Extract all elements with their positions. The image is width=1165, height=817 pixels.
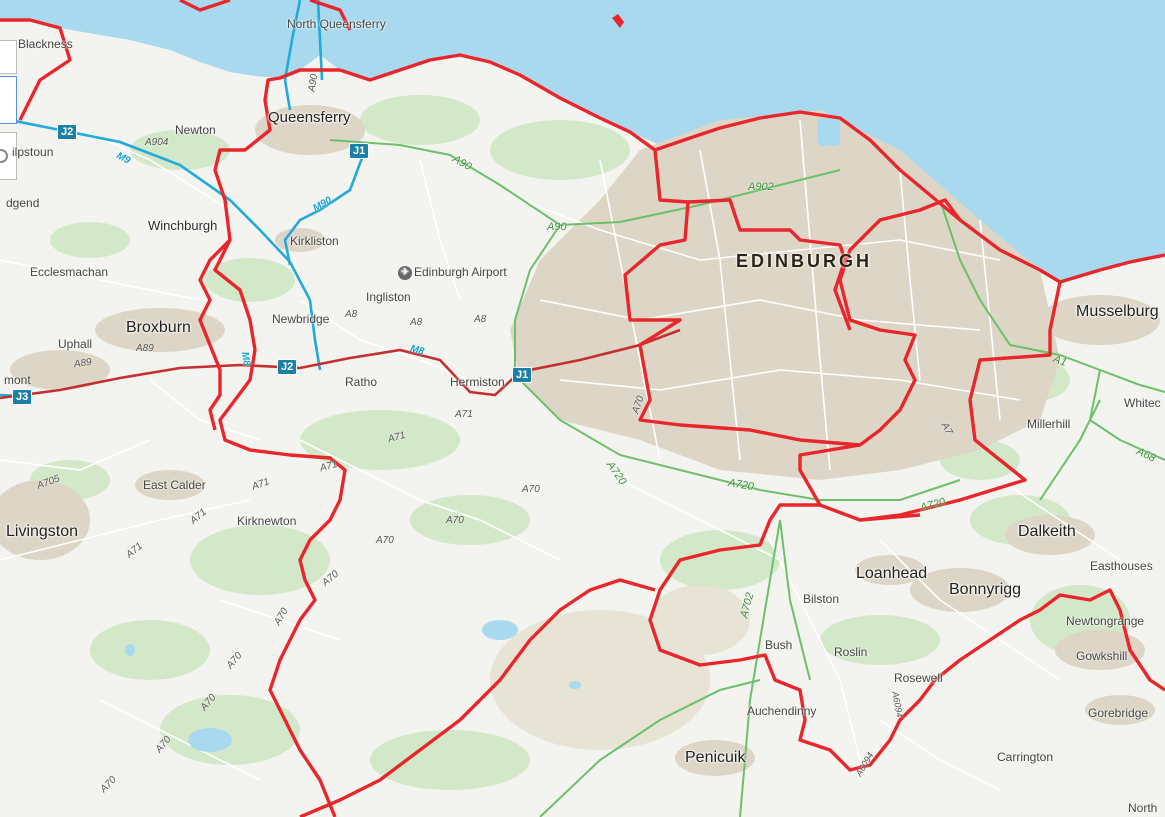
place-label-easthouses[interactable]: Easthouses xyxy=(1090,559,1153,573)
place-label-kirkliston[interactable]: Kirkliston xyxy=(290,234,339,248)
place-label-blackness[interactable]: Blackness xyxy=(18,37,73,51)
road-label-a90-west: A90 xyxy=(547,221,567,233)
place-label-kirknewton[interactable]: Kirknewton xyxy=(237,514,297,528)
minor-roads xyxy=(0,119,1121,791)
place-label-edinburgh-airport[interactable]: ✈Edinburgh Airport xyxy=(398,266,507,280)
reservoirs xyxy=(125,118,840,752)
place-label-ecclesmachan[interactable]: Ecclesmachan xyxy=(30,265,109,279)
place-label-auchendinny[interactable]: Auchendinny xyxy=(747,704,817,718)
place-label-uphall[interactable]: Uphall xyxy=(58,337,93,351)
road-label-a89: A89 xyxy=(136,343,154,354)
road-label-a8-1: A8 xyxy=(345,309,358,320)
place-label-broxburn[interactable]: Broxburn xyxy=(126,319,191,336)
city-label-edinburgh[interactable]: EDINBURGH xyxy=(736,251,873,271)
major-roads xyxy=(0,328,681,400)
place-label-millerhill[interactable]: Millerhill xyxy=(1027,417,1071,431)
place-label-mont[interactable]: mont xyxy=(4,373,31,387)
place-label-newbridge[interactable]: Newbridge xyxy=(272,312,330,326)
place-label-hermiston[interactable]: Hermiston xyxy=(450,375,505,389)
road-label-a70-1: A70 xyxy=(522,484,540,495)
place-label-dalkeith[interactable]: Dalkeith xyxy=(1018,523,1076,540)
place-label-musselburgh[interactable]: Musselburg xyxy=(1076,303,1159,320)
junction-j1-m8: J1 xyxy=(512,367,533,384)
place-label-gowkshill[interactable]: Gowkshill xyxy=(1076,649,1128,663)
place-label-philpstoun[interactable]: ilpstoun xyxy=(12,145,54,159)
place-label-ingliston[interactable]: Ingliston xyxy=(366,290,411,304)
place-label-penicuik[interactable]: Penicuik xyxy=(685,749,746,766)
locate-control[interactable] xyxy=(0,132,17,180)
place-label-carrington[interactable]: Carrington xyxy=(997,750,1054,764)
sea-firth-of-forth xyxy=(0,0,1165,282)
place-label-east-calder[interactable]: East Calder xyxy=(143,478,206,492)
road-label-a71-1: A71 xyxy=(455,409,473,420)
place-label-bush[interactable]: Bush xyxy=(765,638,793,652)
place-label-bonnyrigg[interactable]: Bonnyrigg xyxy=(949,581,1022,598)
place-label-winchburgh[interactable]: Winchburgh xyxy=(148,218,218,233)
place-label-ratho[interactable]: Ratho xyxy=(345,375,378,389)
place-label-newton[interactable]: Newton xyxy=(175,123,216,137)
junction-j2-m8: J2 xyxy=(277,359,298,376)
place-label-loanhead[interactable]: Loanhead xyxy=(856,565,928,582)
junction-j1-m90: J1 xyxy=(349,143,370,160)
place-label-north-queensferry[interactable]: North Queensferry xyxy=(287,17,386,31)
road-label-a70-2: A70 xyxy=(446,515,464,526)
road-label-a904: A904 xyxy=(145,137,169,148)
place-label-north[interactable]: North xyxy=(1128,801,1158,815)
road-label-a70-3: A70 xyxy=(376,535,394,546)
place-label-livingston[interactable]: Livingston xyxy=(6,523,79,540)
zoom-control[interactable] xyxy=(0,40,17,74)
junction-j3-m8: J3 xyxy=(12,389,33,406)
place-label-idgend[interactable]: dgend xyxy=(6,196,40,210)
road-label-a8-3: A8 xyxy=(474,314,487,325)
place-label-newtongrange[interactable]: Newtongrange xyxy=(1066,614,1145,628)
road-label-m8-west: M8 xyxy=(238,351,253,367)
road-label-a902: A902 xyxy=(748,181,774,193)
road-label-a8-2: A8 xyxy=(410,317,423,328)
layer-control[interactable] xyxy=(0,76,17,124)
place-label-whitecraig[interactable]: Whitec xyxy=(1124,396,1161,410)
airport-icon: ✈ xyxy=(398,266,412,280)
place-label-roslin[interactable]: Roslin xyxy=(834,645,868,659)
place-label-bilston[interactable]: Bilston xyxy=(803,592,840,606)
place-label-rosewell[interactable]: Rosewell xyxy=(894,671,943,685)
hill-areas xyxy=(490,585,750,750)
green-areas xyxy=(30,95,1130,790)
place-label-gorebridge[interactable]: Gorebridge xyxy=(1088,706,1149,720)
locate-icon xyxy=(0,149,8,163)
junction-j2-m9: J2 xyxy=(57,124,78,141)
place-label-queensferry[interactable]: Queensferry xyxy=(268,109,351,126)
a-roads xyxy=(329,139,1165,817)
